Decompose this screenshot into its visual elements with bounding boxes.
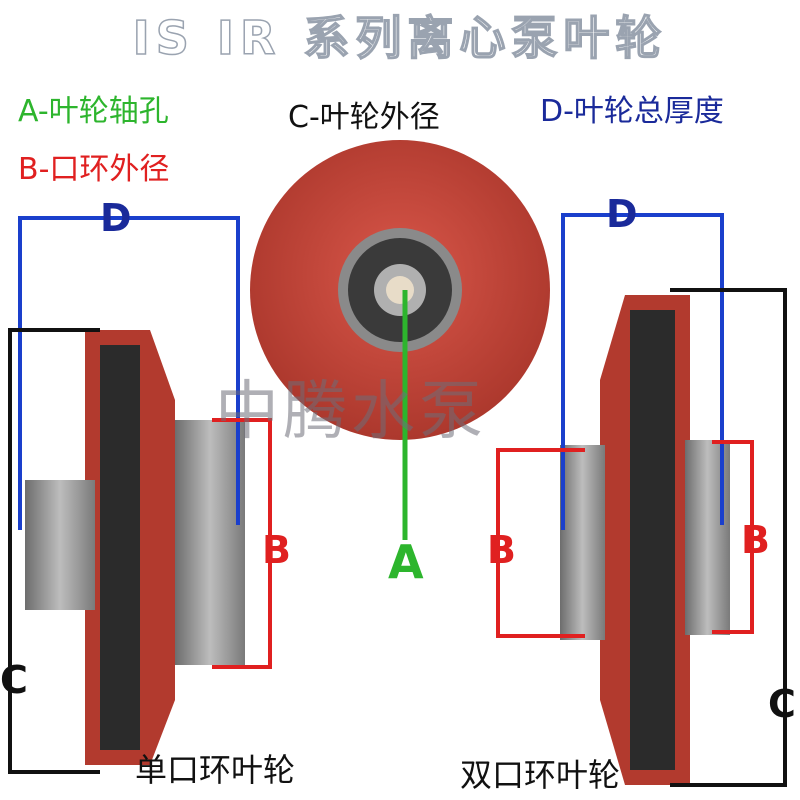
mark-c-right: C bbox=[768, 682, 796, 726]
b-bracket-left bbox=[212, 418, 272, 669]
mark-c-left: C bbox=[0, 658, 28, 702]
b-bracket-right-inner bbox=[712, 440, 754, 634]
mark-d-left: D bbox=[100, 196, 132, 240]
c-bracket-right bbox=[670, 288, 787, 787]
front-impeller bbox=[250, 140, 550, 440]
legend-b: B-口环外径 bbox=[18, 152, 170, 187]
caption-double-ring: 双口环叶轮 bbox=[460, 756, 621, 794]
legend-a: A-叶轮轴孔 bbox=[18, 94, 169, 129]
single-ring-impeller bbox=[25, 330, 245, 765]
d-bracket-right bbox=[561, 213, 724, 530]
page-title: IS IR 系列离心泵叶轮 bbox=[132, 10, 668, 66]
b-bracket-right-outer bbox=[496, 448, 585, 638]
mark-b-right-outer: B bbox=[487, 528, 516, 572]
legend-c: C-叶轮外径 bbox=[288, 100, 440, 135]
mark-b-left: B bbox=[262, 528, 291, 572]
mark-b-right-inner: B bbox=[741, 518, 770, 562]
watermark: 中腾水泵 bbox=[215, 375, 487, 449]
mark-a: A bbox=[388, 535, 424, 589]
double-ring-impeller bbox=[560, 295, 730, 785]
c-bracket-left bbox=[8, 328, 100, 774]
caption-single-ring: 单口环叶轮 bbox=[135, 751, 296, 789]
d-bracket-left bbox=[18, 216, 240, 530]
mark-d-right: D bbox=[606, 192, 638, 236]
legend-d: D-叶轮总厚度 bbox=[540, 94, 724, 129]
